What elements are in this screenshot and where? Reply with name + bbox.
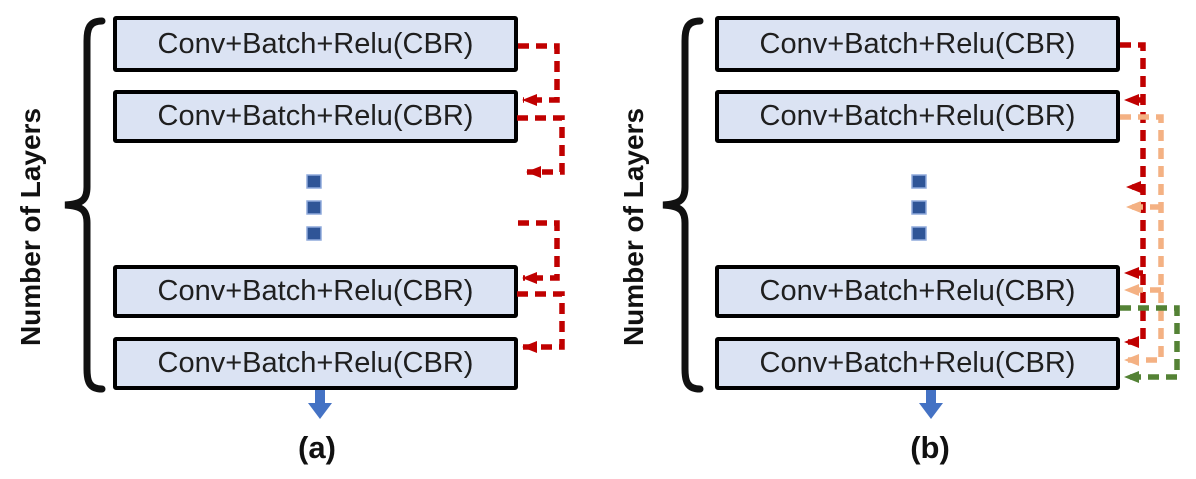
layer-count-label: Number of Layers	[15, 107, 46, 347]
skip-arrow-red	[518, 43, 560, 106]
cbr-layer-box: Conv+Batch+Relu(CBR)	[113, 16, 518, 72]
hidden-layers-ellipsis-b	[911, 174, 927, 241]
cbr-layer-box: Conv+Batch+Relu(CBR)	[715, 265, 1120, 318]
panel-caption: (a)	[298, 430, 336, 465]
layer-count-brace-a	[64, 17, 106, 393]
cbr-layer-box: Conv+Batch+Relu(CBR)	[715, 337, 1120, 390]
layer-count-label: Number of Layers	[618, 107, 649, 347]
output-arrow-a	[308, 390, 332, 419]
layer-count-brace-b	[662, 17, 704, 393]
cbr-layer-box: Conv+Batch+Relu(CBR)	[113, 337, 518, 390]
cbr-layer-box: Conv+Batch+Relu(CBR)	[113, 90, 518, 143]
skip-connections-a	[517, 43, 565, 353]
skip-arrow-red	[1120, 42, 1146, 348]
skip-arrow-red	[517, 115, 565, 178]
cbr-layer-box: Conv+Batch+Relu(CBR)	[113, 265, 518, 318]
cbr-layer-box: Conv+Batch+Relu(CBR)	[715, 90, 1120, 143]
skip-arrow-red	[517, 291, 565, 353]
panel-caption: (b)	[910, 430, 950, 465]
hidden-layers-ellipsis-a	[306, 174, 322, 241]
skip-arrow-red	[518, 220, 560, 284]
skip-connections-b	[1120, 42, 1180, 383]
cbr-layer-box: Conv+Batch+Relu(CBR)	[715, 16, 1120, 72]
skip-arrow-orange	[1120, 114, 1164, 366]
skip-arrow-green	[1120, 305, 1180, 383]
output-arrow-b	[919, 390, 943, 419]
